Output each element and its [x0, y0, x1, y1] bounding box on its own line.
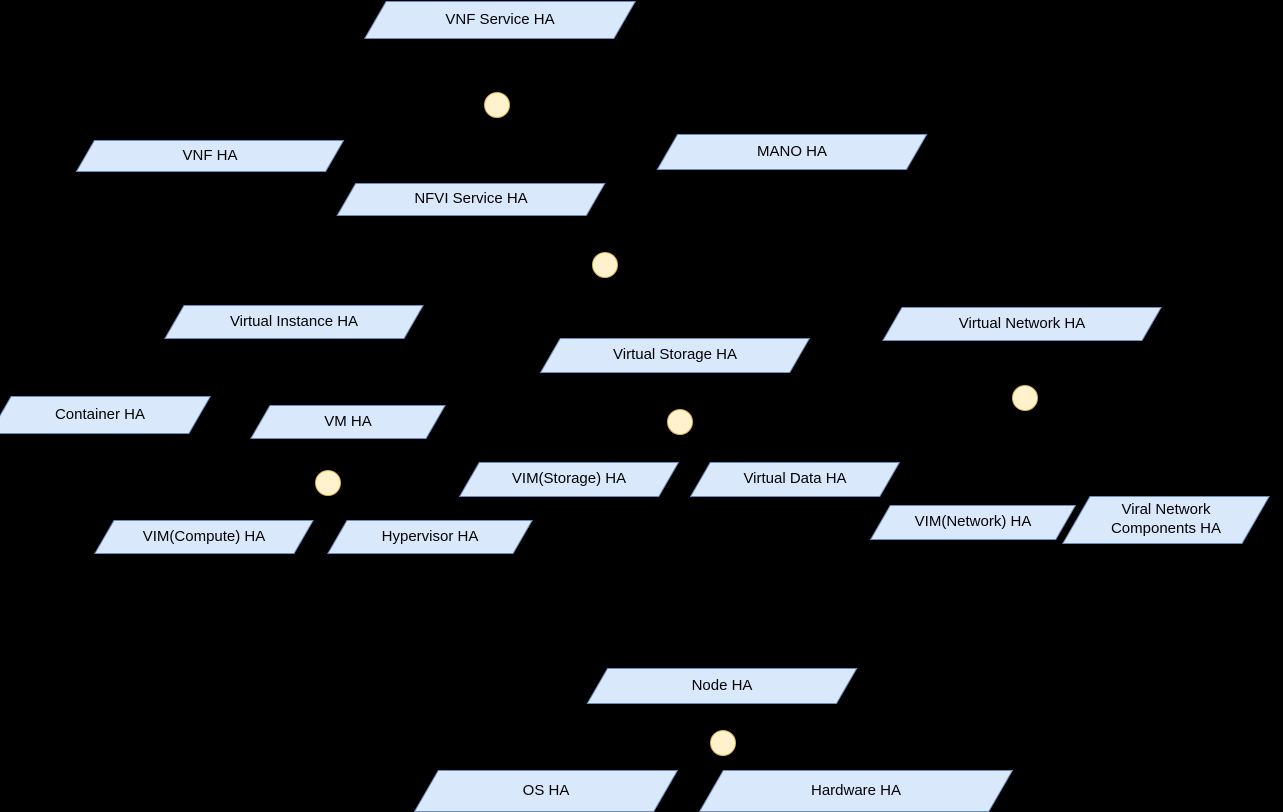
node-virtual-storage-ha: Virtual Storage HA	[539, 338, 811, 373]
node-label: Hypervisor HA	[381, 527, 479, 545]
node-container-ha: Container HA	[0, 396, 211, 434]
node-hardware-ha: Hardware HA	[698, 770, 1014, 812]
junction-circle	[484, 92, 510, 118]
junction-circle	[592, 252, 618, 278]
node-viral-network-components-ha: Viral Network Components HA	[1062, 496, 1270, 544]
node-vim-storage-ha: VIM(Storage) HA	[458, 462, 680, 497]
junction-circle	[315, 470, 341, 496]
node-node-ha: Node HA	[586, 668, 858, 704]
node-label: VIM(Compute) HA	[142, 527, 266, 545]
node-label: Hardware HA	[810, 781, 902, 799]
node-label: VM HA	[324, 412, 372, 430]
node-vnf-service-ha: VNF Service HA	[364, 1, 636, 39]
node-virtual-network-ha: Virtual Network HA	[882, 307, 1162, 341]
node-label: VIM(Network) HA	[914, 513, 1032, 531]
node-label: Virtual Instance HA	[229, 312, 359, 330]
node-label: Node HA	[691, 676, 753, 694]
node-nfvi-service-ha: NFVI Service HA	[336, 183, 606, 216]
node-virtual-instance-ha: Virtual Instance HA	[164, 305, 424, 339]
node-label: Virtual Network HA	[958, 314, 1086, 332]
node-vnf-ha: VNF HA	[75, 140, 345, 172]
junction-circle	[710, 730, 736, 756]
node-label: VNF HA	[182, 146, 238, 164]
node-label: MANO HA	[756, 142, 827, 160]
node-virtual-data-ha: Virtual Data HA	[689, 462, 901, 497]
node-vim-network-ha: VIM(Network) HA	[869, 505, 1077, 540]
node-vm-ha: VM HA	[250, 405, 446, 439]
junction-circle	[1012, 385, 1038, 411]
node-hypervisor-ha: Hypervisor HA	[327, 520, 533, 554]
node-label: Virtual Storage HA	[613, 346, 737, 364]
node-label: OS HA	[522, 781, 570, 799]
junction-circle	[667, 409, 693, 435]
node-label: NFVI Service HA	[414, 190, 528, 208]
node-label: VNF Service HA	[445, 10, 555, 28]
node-label: Container HA	[54, 405, 146, 423]
node-os-ha: OS HA	[413, 770, 679, 812]
node-label: Virtual Data HA	[743, 470, 847, 488]
node-label: VIM(Storage) HA	[511, 470, 627, 488]
node-label: Viral Network Components HA	[1110, 501, 1222, 537]
node-vim-compute-ha: VIM(Compute) HA	[94, 520, 314, 554]
node-mano-ha: MANO HA	[656, 134, 928, 170]
